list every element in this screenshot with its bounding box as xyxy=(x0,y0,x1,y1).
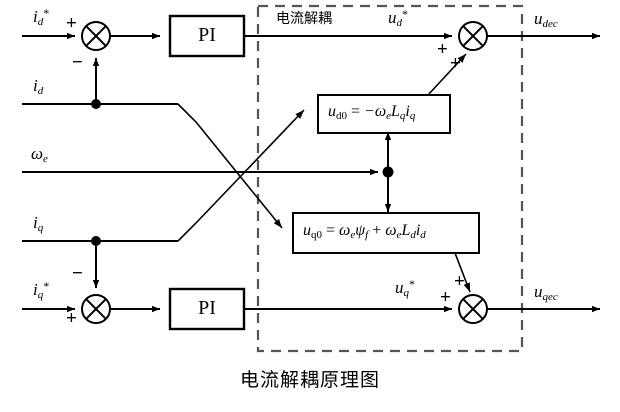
summing-junction-d-cross2 xyxy=(85,25,107,47)
label-uqec-sub: qec xyxy=(542,291,558,303)
equation-uq0-rhs2: ψ xyxy=(355,222,366,239)
label-uq-star-sup: * xyxy=(409,277,415,291)
label-id-ref: id* xyxy=(33,7,49,28)
label-uqec-base: u xyxy=(534,282,543,301)
equation-ud0-rhs3-sub: q xyxy=(409,110,416,122)
label-id: id xyxy=(33,77,43,97)
equation-uq0-rhs2-sub: f xyxy=(365,229,369,241)
equation-uq0-rhs1: ω xyxy=(339,222,351,239)
decoupling-region-title: 电流解耦 xyxy=(276,11,332,27)
equation-uq0-rhs5: i xyxy=(415,222,421,239)
label-omega-sub: e xyxy=(43,153,48,165)
sign-udec-plus-b: + xyxy=(450,53,461,74)
equation-uq0-equals: = xyxy=(326,222,336,239)
label-ud-star-base: u xyxy=(388,8,397,27)
label-ud-star-sub: d xyxy=(396,17,403,29)
summing-junction-q-cross2 xyxy=(85,298,107,320)
equation-ud0-rhs2-sub: q xyxy=(399,110,406,122)
summing-junction-uqec-cross2 xyxy=(462,298,484,320)
equation-box-uq0 xyxy=(292,212,480,254)
sign-sum-d-minus: − xyxy=(72,52,83,73)
equation-ud0-rhs1-sub: e xyxy=(386,110,392,122)
equation-uq0-rhs5-sub: d xyxy=(420,229,426,241)
label-iq: iq xyxy=(33,214,43,234)
sign-uqec-plus-b: + xyxy=(440,287,451,308)
label-id-ref-base: i xyxy=(33,7,38,26)
label-omega-e: ωe xyxy=(31,145,48,165)
label-uqec: uqec xyxy=(534,283,558,303)
label-udec-sub: dec xyxy=(542,18,558,30)
equation-uq0-plus: + xyxy=(372,222,382,239)
equation-ud0-rhs3: i xyxy=(405,103,410,120)
label-uq-star: uq* xyxy=(395,278,415,299)
label-ud-star-sup: * xyxy=(402,7,408,21)
pi-block-d-label: PI xyxy=(198,24,216,46)
pi-block-q-label: PI xyxy=(198,297,216,319)
equation-uq0-rhs4-sub: d xyxy=(410,229,416,241)
label-uq-star-base: u xyxy=(395,278,404,297)
sign-udec-plus-a: + xyxy=(437,39,448,60)
label-iq-ref-sup: * xyxy=(43,279,50,293)
label-ud-star: ud* xyxy=(388,8,408,29)
equation-uq0-rhs3: ω xyxy=(385,222,397,239)
equation-ud0-lhs: u xyxy=(328,103,336,120)
equation-uq0-rhs4: L xyxy=(401,222,411,239)
label-id-sub: d xyxy=(37,85,44,97)
label-iq-ref-sub: q xyxy=(37,289,44,301)
label-udec: udec xyxy=(534,10,558,30)
equation-ud0-rhs2: L xyxy=(391,103,400,120)
label-omega-base: ω xyxy=(31,144,44,163)
equation-ud0-lhs-sub: d0 xyxy=(336,110,347,122)
sign-uqec-plus-a: + xyxy=(454,271,465,292)
label-iq-sub: q xyxy=(37,222,44,234)
sign-sum-q-minus: − xyxy=(72,263,83,284)
equation-box-ud0 xyxy=(317,94,451,134)
figure-caption: 电流解耦原理图 xyxy=(239,369,380,391)
summing-junction-udec-cross2 xyxy=(462,25,484,47)
label-id-ref-sup: * xyxy=(43,6,50,20)
equation-ud0-rhs1: −ω xyxy=(364,103,387,120)
label-iq-ref: iq* xyxy=(33,280,49,301)
equation-uq0: uq0 = ωeψf + ωeLdid xyxy=(303,223,426,241)
sign-sum-q-plus: + xyxy=(66,308,77,329)
label-uq-star-sub: q xyxy=(403,287,410,299)
decoupling-region-boundary xyxy=(256,4,524,353)
label-id-base: i xyxy=(33,76,38,95)
line-uq0-to-sum xyxy=(454,252,471,293)
equation-ud0-equals: = xyxy=(351,103,361,120)
line-iq-to-ud0 xyxy=(177,109,305,242)
equation-uq0-rhs1-sub: e xyxy=(350,229,356,241)
equation-ud0: ud0 = −ωeLqiq xyxy=(328,104,415,122)
line-ud0-to-sum xyxy=(427,53,467,96)
label-id-ref-sub: d xyxy=(37,16,44,28)
label-iq-base: i xyxy=(33,213,38,232)
label-udec-base: u xyxy=(534,9,543,28)
equation-uq0-lhs-sub: q0 xyxy=(311,229,322,241)
equation-uq0-lhs: u xyxy=(303,222,311,239)
equation-uq0-rhs3-sub: e xyxy=(396,229,402,241)
line-id-to-uq0 xyxy=(177,103,283,229)
sign-sum-d-plus: + xyxy=(66,13,77,34)
pi-block-q xyxy=(168,287,246,331)
label-iq-ref-base: i xyxy=(33,280,38,299)
